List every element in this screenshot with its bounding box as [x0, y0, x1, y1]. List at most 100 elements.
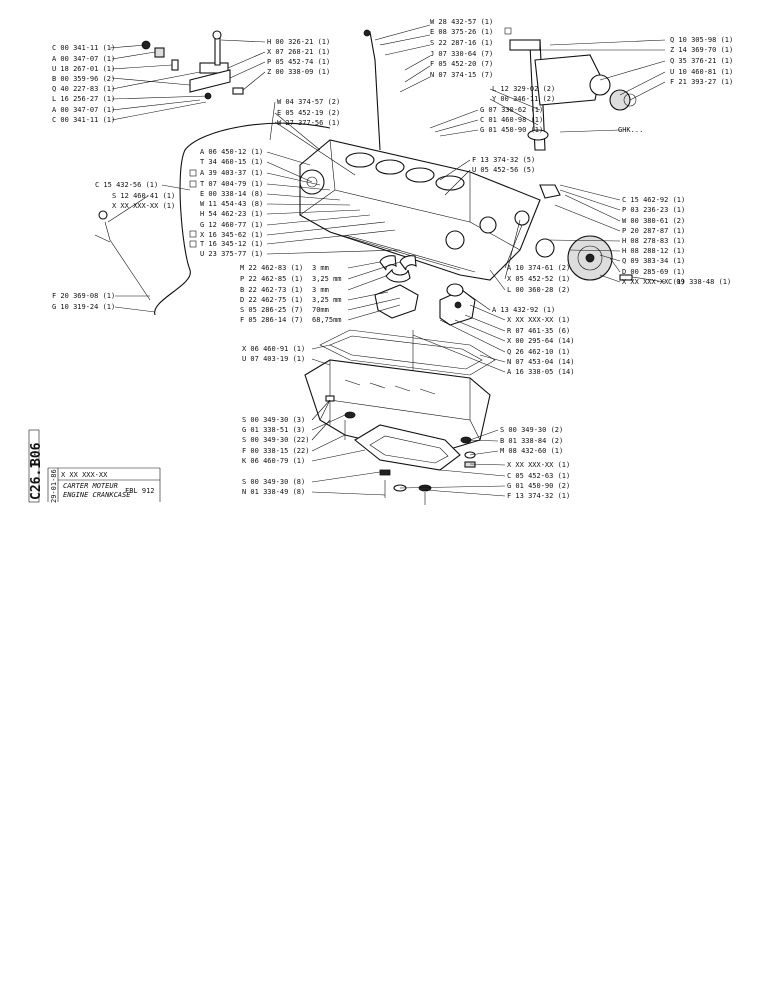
- title-block: B06 C26.1 29-01-86 X XX XXX-XX CARTER MO…: [28, 429, 161, 503]
- part-label: W 27 377-56 (1): [277, 119, 340, 127]
- part-label: G 01 450-90 (1): [480, 126, 543, 134]
- part-label: A 10 374-61 (2): [507, 264, 570, 272]
- part-label: M 22 462-83 (1): [240, 264, 303, 272]
- part-label: B 22 462-73 (1): [240, 286, 303, 294]
- ref-header: X XX XXX-XX: [61, 471, 108, 479]
- part-label: F 00 338-15 (22): [242, 447, 309, 455]
- part-label: C 00 341-11 (1): [52, 116, 115, 124]
- part-label: W 04 374-57 (2): [277, 98, 340, 106]
- part-label: C 00 341-11 (1): [52, 44, 115, 52]
- labels-bearings: M 22 462-83 (1) P 22 462-85 (1) B 22 462…: [240, 264, 342, 324]
- part-label: R 07 461-35 (6): [507, 327, 570, 335]
- part-label: U 05 452-56 (5): [472, 166, 535, 174]
- part-label: L 00 360-28 (2): [507, 286, 570, 294]
- part-label: W 11 454-43 (8): [200, 200, 263, 208]
- part-label: S 00 349-30 (2): [500, 426, 563, 434]
- bearing-size: 3,25 mm: [312, 275, 342, 283]
- part-label: X 06 460-91 (1): [242, 345, 305, 353]
- bearing-size: 3,25 mm: [312, 296, 342, 304]
- part-label: D 00 285-69 (1): [622, 268, 685, 276]
- part-label: B 00 359-96 (2): [52, 75, 115, 83]
- part-label: A 00 347-07 (1): [52, 106, 115, 114]
- sump-plate: [354, 424, 461, 498]
- labels-right: C 15 462-92 (1) P 03 236-23 (1) W 00 380…: [492, 196, 731, 376]
- part-label: H 08 288-12 (1): [622, 247, 685, 255]
- part-label: A 00 347-07 (1): [52, 55, 115, 63]
- part-label: S 00 349-30 (22): [242, 436, 309, 444]
- part-label: L 12 329-02 (2): [492, 85, 555, 93]
- part-label: S 00 349-30 (8): [242, 478, 305, 486]
- part-label: H 00 326-21 (1): [267, 38, 330, 46]
- part-label: U 18 267-01 (1): [52, 65, 115, 73]
- part-label: T 16 345-12 (1): [200, 240, 263, 248]
- part-label: A 16 338-05 (14): [507, 368, 574, 376]
- labels-oilpan-left: X 06 460-91 (1) U 07 403-19 (1) S 00 349…: [242, 345, 309, 496]
- dipstick-tube: [94, 122, 331, 316]
- part-label: A 06 450-12 (1): [200, 148, 263, 156]
- part-label: C 05 452-63 (1): [507, 472, 570, 480]
- part-label: U 10 460-81 (1): [670, 68, 733, 76]
- part-label: S 00 349-30 (3): [242, 416, 305, 424]
- bearing-size: 3 mm: [312, 264, 329, 272]
- part-label: G 01 450-90 (2): [507, 482, 570, 490]
- part-label: F 21 393-27 (1): [670, 78, 733, 86]
- part-label: S 05 286-25 (7): [240, 306, 303, 314]
- part-label: E 08 375-26 (1): [430, 28, 493, 36]
- main-bearings: [374, 255, 476, 326]
- title-fr: CARTER MOTEUR: [63, 482, 118, 490]
- part-label: A 13 432-92 (1): [492, 306, 555, 314]
- part-label: X 16 345-62 (1): [200, 231, 263, 239]
- part-label: H 54 462-23 (1): [200, 210, 263, 218]
- part-label: P 03 236-23 (1): [622, 206, 685, 214]
- part-label: L 16 256-27 (1): [52, 95, 115, 103]
- part-label: Y 00 346-11 (2): [492, 95, 555, 103]
- part-label: S 22 287-16 (1): [430, 39, 493, 47]
- part-label: C 15 462-92 (1): [622, 196, 685, 204]
- part-label: N 01 338-49 (8): [242, 488, 305, 496]
- part-label: Z 14 369-70 (1): [670, 46, 733, 54]
- part-label: C 01 460-98 (1): [480, 116, 543, 124]
- leader-lines: [107, 24, 666, 497]
- part-label: Q 35 376-21 (1): [670, 57, 733, 65]
- part-label: T 07 404-79 (1): [200, 180, 263, 188]
- part-label: M 08 432-60 (1): [500, 447, 563, 455]
- part-label: P 22 462-85 (1): [240, 275, 303, 283]
- part-label: W 00 380-61 (2): [622, 217, 685, 225]
- oil-pan-gasket: [319, 329, 496, 376]
- part-label: G 01 338-51 (3): [242, 426, 305, 434]
- oil-pan: [304, 359, 491, 456]
- part-label: F 13 374-32 (1): [507, 492, 570, 500]
- bearing-size: 68,75mm: [312, 316, 342, 324]
- part-label: Q 26 462-10 (1): [507, 348, 570, 356]
- labels-left: C 00 341-11 (1) A 00 347-07 (1) U 18 267…: [52, 44, 175, 311]
- bearing-size: 70mm: [312, 306, 329, 314]
- crankcase-block: [299, 139, 541, 281]
- section-code: B06: [29, 442, 44, 466]
- labels-top-center: H 00 326-21 (1) X 07 268-21 (1) P 05 452…: [267, 38, 330, 76]
- part-label: D 22 462-75 (1): [240, 296, 303, 304]
- part-label: G 10 319-24 (1): [52, 303, 115, 311]
- part-label: B 01 338-84 (2): [500, 437, 563, 445]
- part-label: Q 10 305-98 (1): [670, 36, 733, 44]
- part-label: U 23 375-77 (1): [200, 250, 263, 258]
- part-label: Q 09 383-34 (1): [622, 257, 685, 265]
- part-label: X XX XXX-XX (1): [112, 202, 175, 210]
- oil-filler-pipe: [363, 29, 381, 151]
- part-label: E 05 452-19 (2): [277, 109, 340, 117]
- timing-gear: [514, 184, 633, 281]
- part-label: G 12 460-77 (1): [200, 221, 263, 229]
- part-label: G 07 330-62 (1): [480, 106, 543, 114]
- part-label: S 12 460-41 (1): [112, 192, 175, 200]
- labels-mid-left: W 04 374-57 (2) E 05 452-19 (2) W 27 377…: [189, 98, 340, 258]
- part-label: X XX XXX-XX (1): [507, 461, 570, 469]
- part-label: N 07 453-04 (14): [507, 358, 574, 366]
- part-label: X XX XXX-XX (1): [507, 316, 570, 324]
- part-label: GHK...: [618, 126, 643, 134]
- part-label: P 20 287-87 (1): [622, 227, 685, 235]
- part-label: C 09 338-48 (1): [668, 278, 731, 286]
- plate-code: C26.1: [29, 461, 44, 500]
- sheet-date: 29-01-86: [50, 469, 58, 503]
- part-label: T 34 460-15 (1): [200, 158, 263, 166]
- part-label: F 05 452-20 (7): [430, 60, 493, 68]
